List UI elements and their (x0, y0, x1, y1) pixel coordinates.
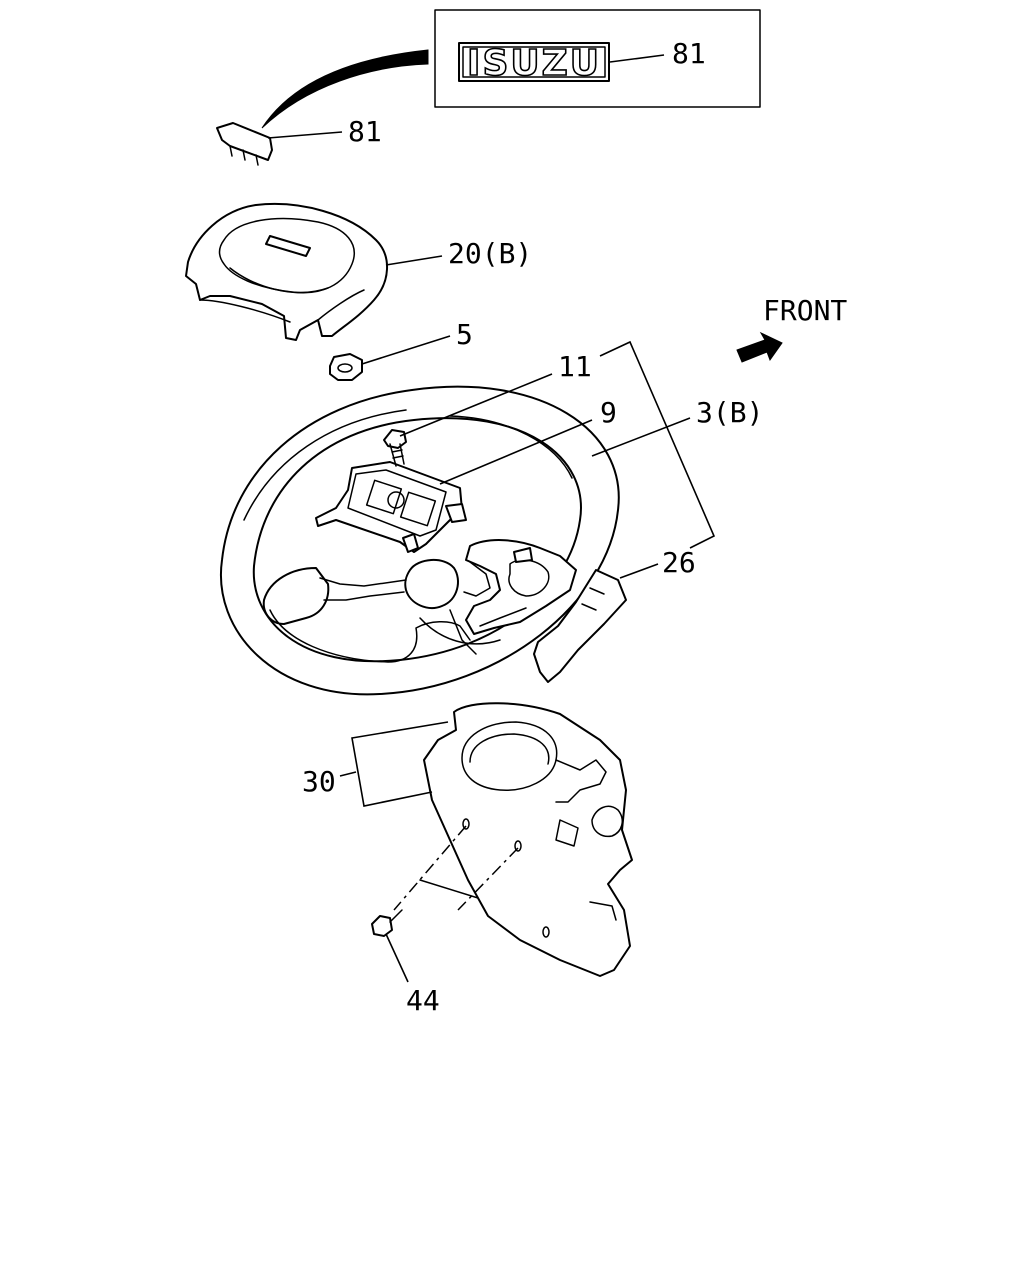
screw-11: 11 (383, 350, 592, 467)
steering-wheel: 3(B) (219, 385, 763, 696)
emblem-plate (458, 42, 610, 82)
emblem-clip: 81 (216, 115, 382, 166)
screw-44: 44 (371, 825, 519, 1017)
emblem-logo-text: ISUZU (467, 43, 601, 84)
front-arrow-icon (736, 331, 783, 363)
callout-44: 44 (406, 984, 440, 1017)
inset-pointer-arrow (261, 49, 429, 129)
nut: 5 (329, 318, 473, 381)
front-indicator: FRONT (736, 294, 847, 363)
callout-81-logo: 81 (672, 37, 706, 70)
leader-81-logo (609, 54, 665, 63)
front-label: FRONT (763, 294, 847, 327)
lower-cover-26: 26 (533, 546, 696, 683)
column-cover-30: 30 (302, 702, 633, 977)
callout-3b: 3(B) (696, 396, 763, 429)
callout-26: 26 (662, 546, 696, 579)
callout-81-clip: 81 (348, 115, 382, 148)
emblem-plate-inner (462, 46, 606, 78)
bracket-30 (351, 721, 449, 807)
emblem-inset-frame (434, 9, 761, 108)
callout-5: 5 (456, 318, 473, 351)
screw-44-path-a (393, 825, 467, 911)
horn-pad-cover: 20(B) (185, 203, 532, 341)
callout-20b: 20(B) (448, 237, 532, 270)
callout-30: 30 (302, 765, 336, 798)
callout-9: 9 (600, 396, 617, 429)
callout-11: 11 (558, 350, 592, 383)
screw-44-path-b (457, 847, 519, 911)
emblem-inset: ISUZU 81 (434, 9, 761, 108)
leader-9 (439, 419, 593, 485)
group-bracket (599, 340, 716, 549)
